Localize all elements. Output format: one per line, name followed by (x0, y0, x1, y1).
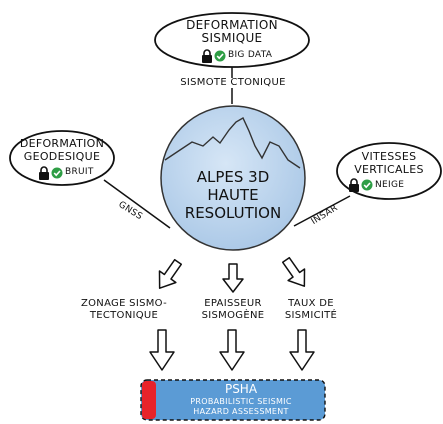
lock-icon (202, 49, 212, 63)
check-icon (361, 179, 373, 191)
mountain-profile (164, 117, 301, 169)
alps-sphere (160, 105, 306, 251)
right-bubble-title: vitesses verticales (341, 150, 437, 176)
center-line1: ALPES 3D (196, 168, 270, 186)
output-mid: Epaisseur sismogène (186, 298, 280, 322)
psha-box (140, 379, 326, 421)
output-left: zonage sismo- tectonique (64, 298, 184, 322)
output-left-line2: tectonique (89, 310, 159, 321)
top-bubble-shape (154, 12, 310, 68)
right-bubble-line1: vitesses (361, 150, 417, 163)
left-bubble-shape (9, 130, 115, 186)
output-right-line1: Taux de (288, 298, 334, 309)
center-line3: RESOLUTION (184, 204, 282, 222)
left-bubble-line1: Deformation (19, 137, 105, 150)
center-title: ALPES 3D HAUTE RESOLUTION (168, 168, 298, 222)
top-bubble-line2: sismique (201, 31, 263, 45)
top-bubble-title: Deformation sismique (160, 19, 304, 45)
check-icon (51, 167, 63, 179)
lock-icon (349, 178, 359, 192)
psha-subtitle-line1: Probabilistic seismic (190, 397, 292, 406)
output-right-line2: sismicité (284, 310, 338, 321)
right-bubble-tag: neige (375, 180, 405, 190)
left-bubble-tag: bruit (65, 167, 94, 177)
arrow-down-icon (219, 329, 245, 371)
left-bubble-title: Deformation geodesique (14, 137, 110, 163)
psha-subtitle-line2: Hazard Assessment (193, 407, 289, 416)
lock-icon (39, 166, 49, 180)
output-left-line1: zonage sismo- (80, 298, 168, 309)
arrow-down-icon (289, 329, 315, 371)
left-bubble-line2: geodesique (23, 150, 101, 163)
check-icon (214, 50, 226, 62)
output-right: Taux de sismicité (276, 298, 346, 322)
top-bubble-line1: Deformation (186, 18, 278, 32)
arrow-down-icon (222, 263, 244, 293)
arrow-down-icon (158, 258, 183, 289)
psha-title: PSHA (224, 382, 258, 396)
psha-subtitle: Probabilistic seismic Hazard Assessment (158, 397, 324, 417)
right-bubble-line2: verticales (354, 163, 424, 176)
output-mid-line1: Epaisseur (204, 298, 262, 309)
center-line2: HAUTE (207, 186, 259, 204)
arrow-down-icon (281, 256, 306, 287)
top-bubble-tag: BIG DATA (228, 50, 273, 60)
arrow-down-icon (149, 329, 175, 371)
output-mid-line2: sismogène (201, 310, 265, 321)
connector-label-top: SISMOTE CTONIQUE (158, 78, 308, 88)
psha-red-accent (142, 381, 156, 419)
left-connector-line (103, 179, 171, 229)
right-connector-line (293, 195, 351, 227)
